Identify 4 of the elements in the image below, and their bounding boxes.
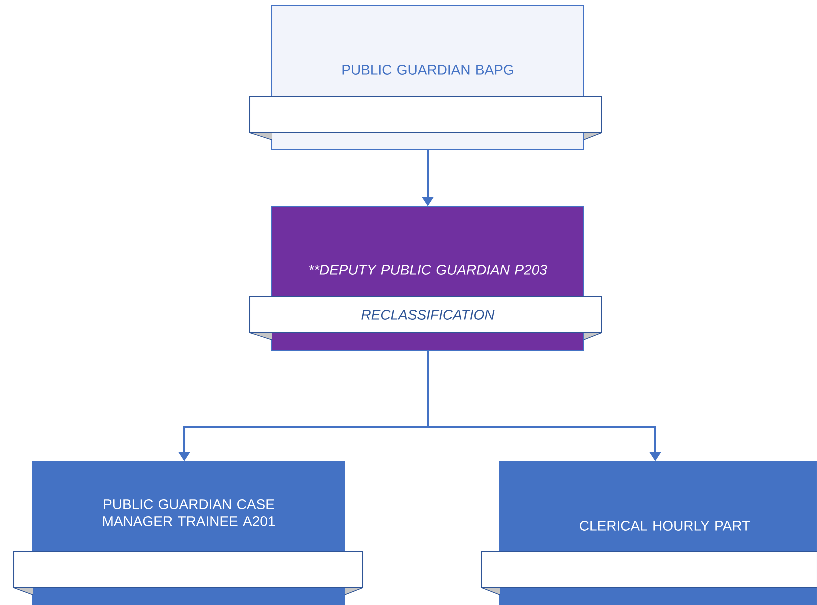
org-box: PUBLIC GUARDIAN CASE MANAGER TRAINEE A201: [14, 461, 364, 605]
org-box: CLERICAL HOURLY PART: [482, 461, 817, 605]
org-box: **DEPUTY PUBLIC GUARDIAN P203 RECLASSIFICATION: [250, 206, 602, 352]
org-box: PUBLIC GUARDIAN BAPG: [250, 6, 602, 150]
